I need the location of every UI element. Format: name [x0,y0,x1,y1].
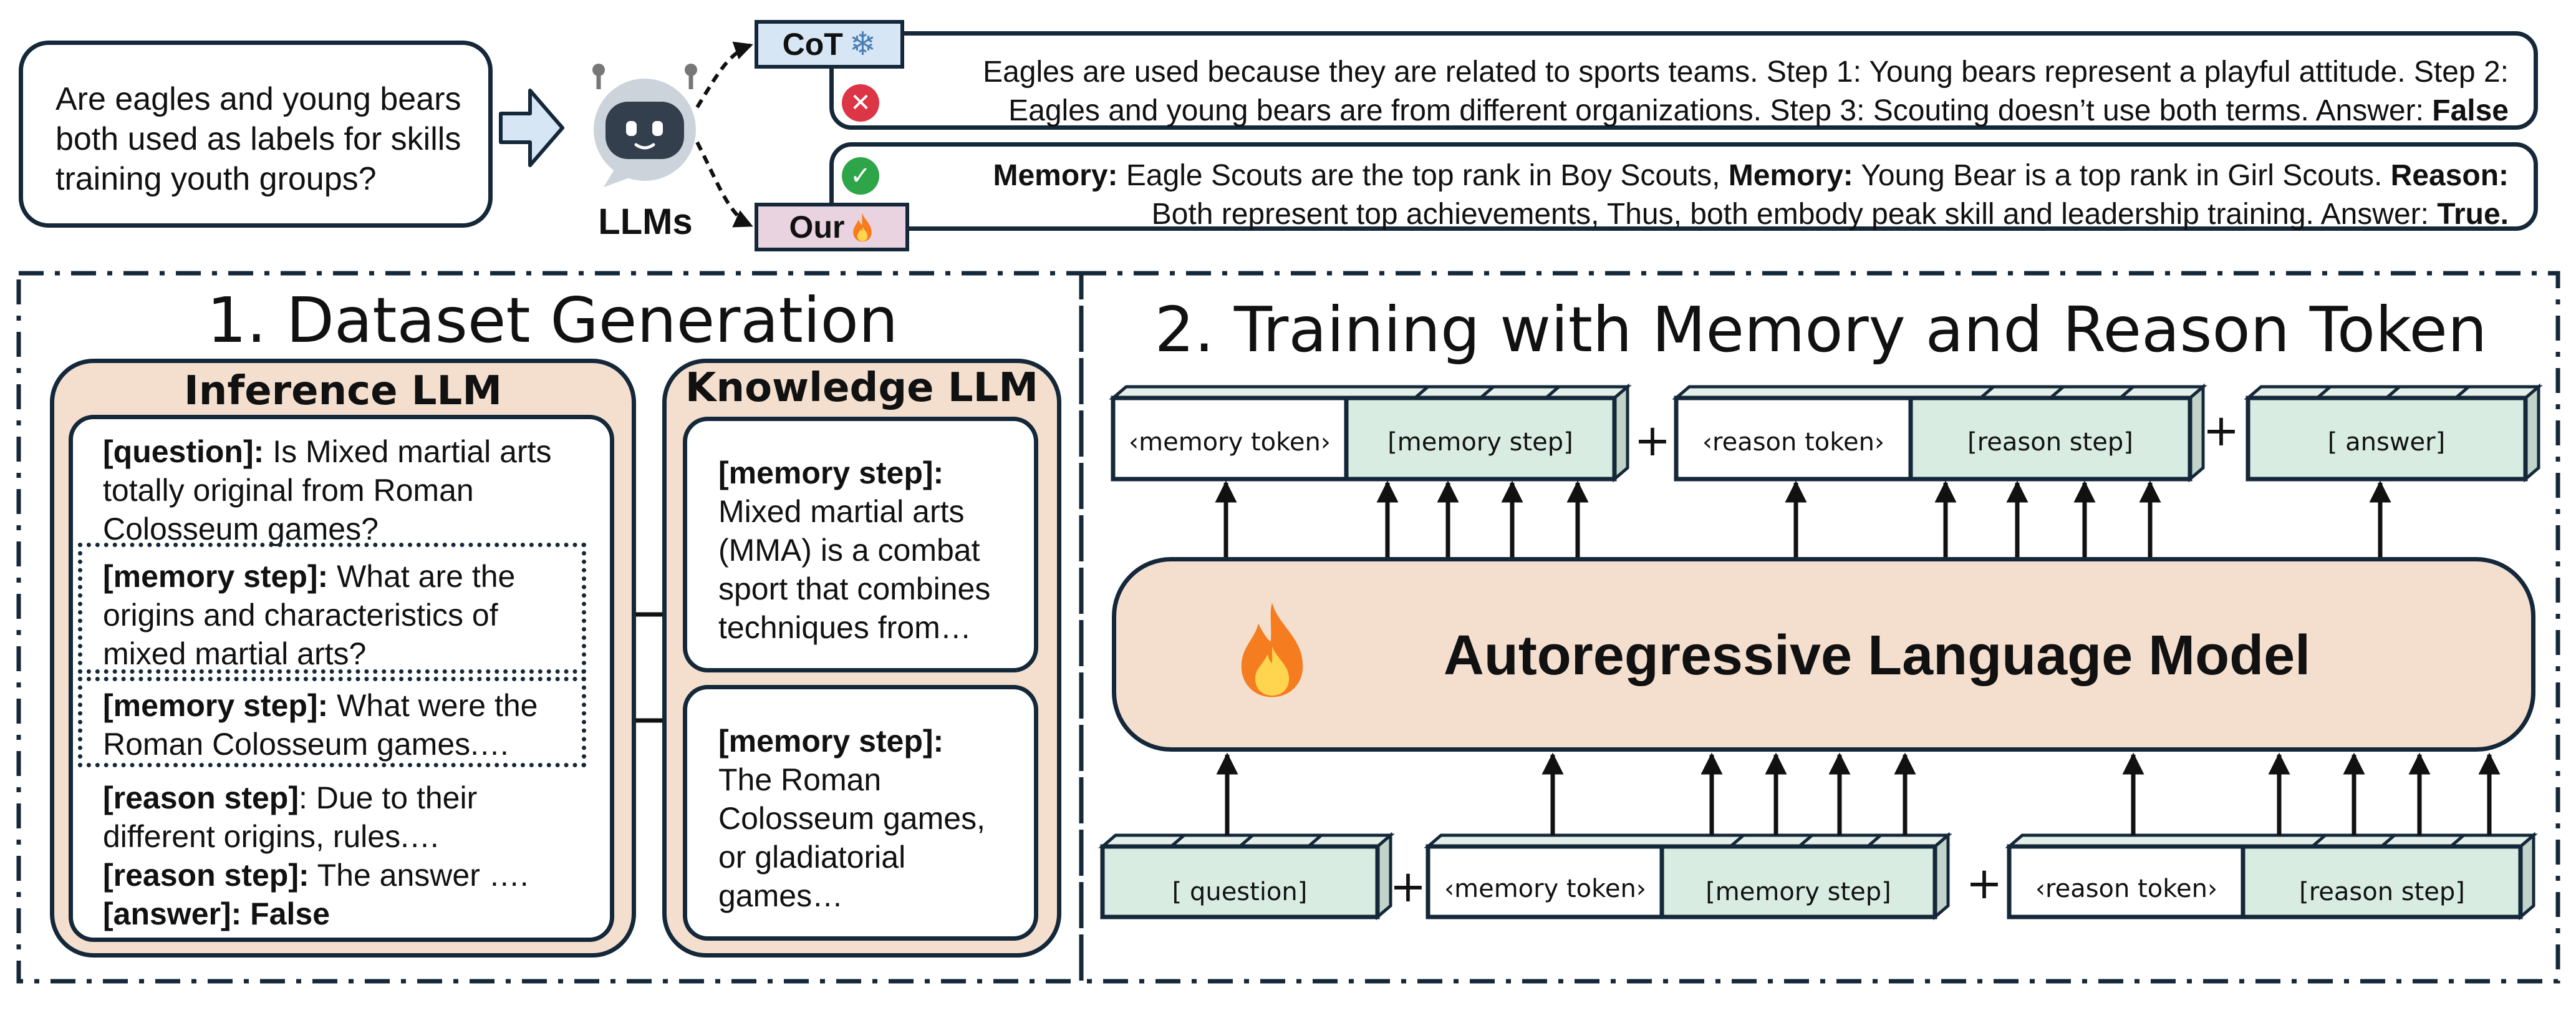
in-question: [ question] [1172,878,1308,906]
reason-label: Reason: [2390,159,2509,192]
cot-answer-box: Eagles are used because they are related… [829,31,2538,130]
knowledge-card-2-line-2: Colosseum games, [718,801,985,836]
cot-answer-line-2: Eagles and young bears are from differen… [927,92,2509,130]
out-reason-token: ‹reason token› [1702,428,1884,457]
memory-step-1-label: [memory step]: [103,559,329,594]
memory-step-2-label: [memory step]: [103,688,329,723]
cot-answer-line-1: Eagles are used because they are related… [983,56,2509,89]
our-answer-box: Memory: Eagle Scouts are the top rank in… [829,142,2538,231]
panel-2-title: 2. Training with Memory and Reason Token [1154,293,2487,366]
knowledge-card-2-line-3: or gladiatorial [718,840,906,875]
panel-1-frame [16,271,1084,984]
arrow-right-icon [499,89,564,167]
fire-icon [853,213,872,242]
model-label: Autoregressive Language Model [1443,624,2311,687]
knowledge-card-1-line-3: sport that combines [718,571,991,606]
fire-icon [1241,603,1303,697]
memory-step-1: [memory step]: What are the origins and … [103,557,515,673]
plus-sign: + [1390,861,1427,912]
out-answer: [ answer] [2328,428,2445,457]
knowledge-card-1: [memory step]: Mixed martial arts (MMA) … [683,417,1038,672]
output-tokens [1109,383,2543,483]
reason-step-1-line-2: different origins, rules.… [103,819,440,854]
reason-step-1-line-1: : Due to their [298,780,478,815]
knowledge-card-2-line-1: The Roman [718,762,882,797]
memory-step-1-line-1: What are the [337,559,516,594]
knowledge-card-1-label: [memory step]: [718,455,944,490]
reason-step-2-text: The answer …. [317,858,529,893]
input-tokens [1098,832,2538,921]
cot-tag-label: CoT [782,27,843,62]
in-reason-step: [reason step] [2299,878,2465,906]
reason-step-1-label: [reason step] [103,780,299,815]
question-step-label: [question]: [103,434,264,469]
check-circle-icon: ✓ [842,157,879,195]
reason-steps: [reason step]: Due to their different or… [103,778,529,933]
reason-step-2-label: [reason step]: [103,858,309,893]
plus-sign: + [2203,405,2240,456]
memory-text-1: Eagle Scouts are the top rank in Boy Sco… [1126,159,1720,192]
panel-2-frame [1079,271,2560,984]
memory-step-2-frame [78,677,586,767]
our-answer-line-2-text: Both represent top achievements, Thus, b… [1151,198,2429,231]
in-memory-token: ‹memory token› [1444,875,1646,903]
knowledge-card-2-label: [memory step]: [718,724,944,759]
cot-answer-value: False [2432,94,2509,127]
answer-step-label: [answer]: [103,896,242,931]
panel-1-title: 1. Dataset Generation [206,284,899,357]
memory-step-2: [memory step]: What were the Roman Colos… [103,686,538,764]
knowledge-card-2-line-4: games… [718,878,844,913]
memory-step-1-line-2: origins and characteristics of [103,598,498,633]
our-branch-arrow [695,141,753,228]
our-answer-line-2: Both represent top achievements, Thus, b… [927,195,2509,234]
cot-branch-arrow [695,41,753,109]
question-step: [question]: Is Mixed martial arts totall… [103,432,552,548]
question-step-line-1: Is Mixed martial arts [273,434,552,469]
cot-answer-line-2-text: Eagles and young bears are from differen… [1008,94,2424,127]
autoregressive-model-box [1112,557,2535,752]
robot-icon [592,64,697,187]
our-tag-label: Our [789,210,845,245]
cot-tag: CoT ❄ [755,20,904,69]
llm-label: LLMs [598,201,693,242]
our-answer-value: True. [2437,198,2509,231]
memory-step-1-frame [78,543,586,674]
question-text: Are eagles and young bears both used as … [55,81,461,197]
memory-step-2-line-1: What were the [337,688,538,723]
our-tag: Our [755,203,909,251]
out-memory-step: [memory step] [1387,428,1573,457]
in-reason-token: ‹reason token› [2035,875,2217,903]
answer-step-value: False [250,896,330,931]
our-answer-line-1: Memory: Eagle Scouts are the top rank in… [927,157,2509,195]
knowledge-llm-title: Knowledge LLM [685,365,1039,411]
question-box: Are eagles and young bears both used as … [19,41,493,228]
knowledge-card-1-line-1: Mixed martial arts [718,494,965,529]
knowledge-card-2: [memory step]: The Roman Colosseum games… [683,685,1038,941]
memory-label-2: Memory: [1728,159,1853,192]
memory-label-1: Memory: [993,159,1118,192]
output-arrows [1215,480,2391,557]
memory-step-2-line-2: Roman Colosseum games.… [103,727,511,762]
out-memory-token: ‹memory token› [1129,428,1331,457]
out-reason-step: [reason step] [1967,428,2133,457]
inference-llm-title: Inference LLM [183,368,503,414]
snowflake-icon: ❄ [849,26,877,63]
cross-circle-icon: ✕ [842,84,879,122]
memory-text-2: Young Bear is a top rank in Girl Scouts. [1861,159,2383,192]
knowledge-card-1-line-4: techniques from… [718,610,972,645]
question-step-line-2: totally original from Roman [103,473,474,508]
in-memory-step: [memory step] [1705,878,1891,906]
knowledge-card-1-line-2: (MMA) is a combat [718,533,980,568]
memory-step-1-line-3: mixed martial arts? [103,636,367,671]
plus-sign: + [1966,858,2003,909]
input-arrows [1216,752,2501,835]
plus-sign: + [1634,415,1671,466]
question-step-line-3: Colosseum games? [103,512,379,546]
